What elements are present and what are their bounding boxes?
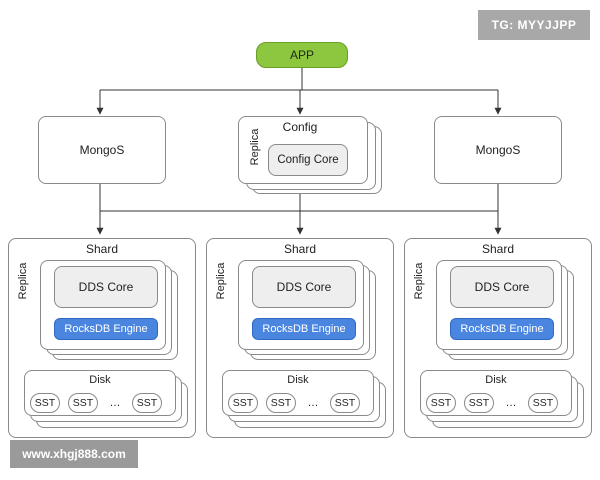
shard-3-title: Shard (481, 242, 515, 256)
watermark-top-right: TG: MYYJJPP (478, 10, 590, 40)
shard-1-disk-label: Disk (89, 374, 111, 386)
shard-2-title: Shard (283, 242, 317, 256)
shard-1-sst-ellipsis: … (109, 397, 121, 409)
shard-1-replica-label: Replica (17, 262, 29, 300)
app-node: APP (256, 42, 348, 68)
shard-2-dds-core: DDS Core (252, 266, 356, 308)
shard-2-replica-label: Replica (215, 262, 227, 300)
shard-3-disk-label: Disk (485, 374, 507, 386)
shard-3-rocksdb-engine: RocksDB Engine (450, 318, 554, 340)
shard-3-dds-core: DDS Core (450, 266, 554, 308)
shard-3-sst-1: SST (426, 393, 456, 413)
shard-2-sst-ellipsis: … (307, 397, 319, 409)
shard-2-disk-label: Disk (287, 374, 309, 386)
shard-1-dds-core: DDS Core (54, 266, 158, 308)
config-replica-label: Replica (249, 128, 261, 166)
shard-1-sst-2: SST (68, 393, 98, 413)
shard-3-sst-ellipsis: … (505, 397, 517, 409)
shard-1-sst-3: SST (132, 393, 162, 413)
shard-2-sst-3: SST (330, 393, 360, 413)
shard-2-sst-2: SST (266, 393, 296, 413)
mongos-left: MongoS (38, 116, 166, 184)
shard-3-sst-2: SST (464, 393, 494, 413)
shard-1-rocksdb-engine: RocksDB Engine (54, 318, 158, 340)
watermark-bottom-left: www.xhgj888.com (10, 440, 138, 468)
config-core: Config Core (268, 144, 348, 176)
config-title: Config (282, 120, 318, 134)
shard-3-replica-label: Replica (413, 262, 425, 300)
shard-1-sst-1: SST (30, 393, 60, 413)
shard-3-sst-3: SST (528, 393, 558, 413)
shard-2-rocksdb-engine: RocksDB Engine (252, 318, 356, 340)
shard-1-title: Shard (85, 242, 119, 256)
mongos-right: MongoS (434, 116, 562, 184)
shard-2-sst-1: SST (228, 393, 258, 413)
